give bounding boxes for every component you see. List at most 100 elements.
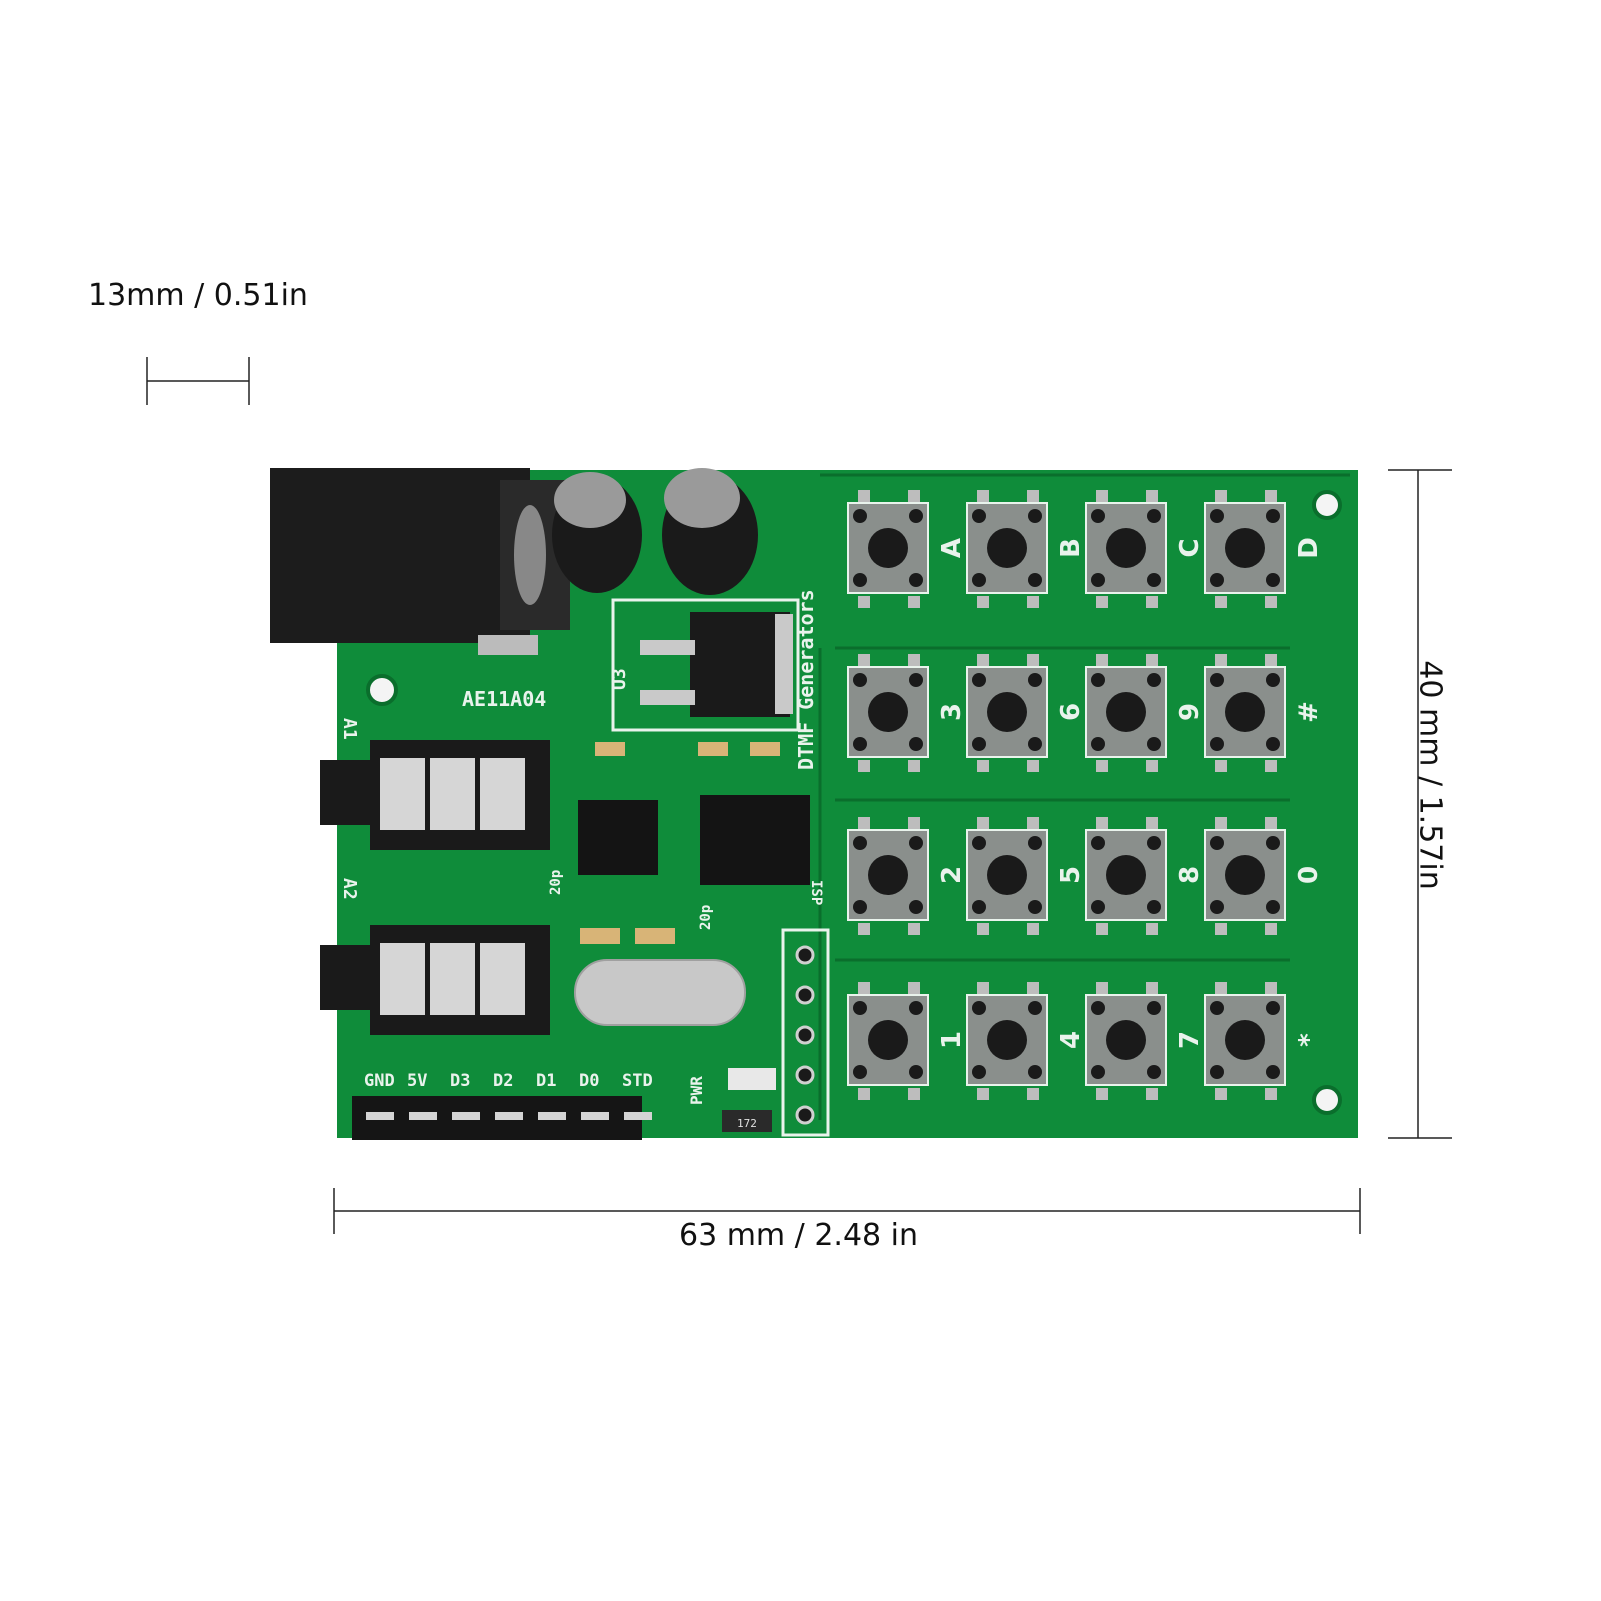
keypad-button-1-2[interactable]: 9 bbox=[1085, 654, 1205, 772]
keypad-button-0-0[interactable]: A bbox=[847, 490, 967, 608]
ic-ssop bbox=[700, 795, 810, 885]
button-cap[interactable] bbox=[1106, 855, 1146, 895]
header-pin-label: D1 bbox=[536, 1071, 556, 1091]
regulator-label: U3 bbox=[609, 668, 630, 690]
board-title-label: DTMF Generators bbox=[794, 589, 818, 770]
keypad-label: A bbox=[937, 538, 967, 558]
keypad-button-2-0[interactable]: 2 bbox=[847, 817, 967, 935]
keypad-button-2-2[interactable]: 8 bbox=[1085, 817, 1205, 935]
button-cap[interactable] bbox=[1225, 692, 1265, 732]
button-cap[interactable] bbox=[868, 528, 908, 568]
pin-header: GND 5V D3 D2 D1 D0 STD bbox=[352, 1071, 653, 1140]
width-dimension-text: 63 mm / 2.48 in bbox=[678, 1218, 919, 1253]
keypad-label: 8 bbox=[1175, 866, 1205, 884]
power-led bbox=[728, 1068, 776, 1090]
mounting-hole bbox=[1312, 1085, 1342, 1115]
width-dimension-label: 63 mm / 2.48 in bbox=[0, 1218, 1601, 1253]
button-cap[interactable] bbox=[987, 692, 1027, 732]
button-cap[interactable] bbox=[1106, 692, 1146, 732]
ic-soic8 bbox=[578, 800, 658, 875]
button-cap[interactable] bbox=[868, 1020, 908, 1060]
header-pin-label: D0 bbox=[579, 1071, 599, 1091]
keypad-button-0-3[interactable]: D bbox=[1204, 490, 1324, 608]
keypad-label: C bbox=[1175, 538, 1205, 557]
isp-label: ISP bbox=[808, 880, 824, 905]
keypad-button-2-3[interactable]: 0 bbox=[1204, 817, 1324, 935]
header-pin-label: D2 bbox=[493, 1071, 513, 1091]
audio-jack-a2 bbox=[320, 925, 550, 1035]
button-cap[interactable] bbox=[868, 855, 908, 895]
crystal-oscillator bbox=[574, 959, 746, 1026]
keypad-button-3-2[interactable]: 7 bbox=[1085, 982, 1205, 1100]
mounting-hole bbox=[1312, 490, 1342, 520]
header-pin-label: GND bbox=[364, 1071, 395, 1091]
keypad-label: 1 bbox=[937, 1031, 967, 1049]
keypad-label: 5 bbox=[1056, 866, 1086, 884]
header-pin bbox=[538, 1112, 566, 1120]
keypad-label: 7 bbox=[1175, 1031, 1205, 1049]
button-cap[interactable] bbox=[1225, 528, 1265, 568]
header-pin bbox=[409, 1112, 437, 1120]
keypad-label: 0 bbox=[1294, 866, 1324, 884]
button-cap[interactable] bbox=[987, 528, 1027, 568]
keypad-button-1-1[interactable]: 6 bbox=[966, 654, 1086, 772]
mounting-hole bbox=[366, 674, 398, 706]
header-pin-label: D3 bbox=[450, 1071, 470, 1091]
header-pin bbox=[366, 1112, 394, 1120]
button-cap[interactable] bbox=[1225, 1020, 1265, 1060]
keypad-label: 6 bbox=[1056, 703, 1086, 721]
capacitor-label: 20p bbox=[698, 905, 714, 930]
jack-label-a1: A1 bbox=[339, 718, 360, 740]
button-cap[interactable] bbox=[1106, 528, 1146, 568]
header-pin-label: STD bbox=[622, 1071, 653, 1091]
electrolytic-capacitor bbox=[552, 472, 642, 593]
smd-capacitor bbox=[698, 742, 728, 756]
keypad-label: D bbox=[1294, 537, 1324, 559]
smd-capacitor bbox=[635, 928, 675, 944]
resistor-code: 172 bbox=[737, 1117, 757, 1130]
header-pin bbox=[624, 1112, 652, 1120]
smd-capacitor bbox=[580, 928, 620, 944]
dc-barrel-jack bbox=[270, 468, 570, 655]
button-cap[interactable] bbox=[1225, 855, 1265, 895]
keypad-button-2-1[interactable]: 5 bbox=[966, 817, 1086, 935]
header-pin-label: 5V bbox=[407, 1071, 427, 1091]
keypad-label: # bbox=[1294, 701, 1324, 723]
voltage-regulator: U3 bbox=[609, 598, 800, 732]
smd-capacitor bbox=[595, 742, 625, 756]
button-cap[interactable] bbox=[987, 855, 1027, 895]
keypad-button-3-1[interactable]: 4 bbox=[966, 982, 1086, 1100]
isp-header bbox=[781, 928, 830, 1137]
smd-capacitor bbox=[750, 742, 780, 756]
keypad-button-3-3[interactable]: * bbox=[1204, 982, 1324, 1100]
keypad-button-0-1[interactable]: B bbox=[966, 490, 1086, 608]
scale-bar-label: 13mm / 0.51in bbox=[88, 278, 308, 313]
keypad-label: 9 bbox=[1175, 703, 1205, 721]
keypad-label: B bbox=[1056, 538, 1086, 558]
keypad-button-1-3[interactable]: # bbox=[1204, 654, 1324, 772]
jack-label-a2: A2 bbox=[339, 878, 360, 900]
power-led-label: PWR bbox=[687, 1076, 706, 1105]
audio-jack-a1 bbox=[320, 740, 550, 850]
button-cap[interactable] bbox=[1106, 1020, 1146, 1060]
keypad-label: 4 bbox=[1056, 1031, 1086, 1049]
keypad-label: 2 bbox=[937, 866, 967, 884]
board-model-label: AE11A04 bbox=[462, 687, 546, 711]
header-pin bbox=[581, 1112, 609, 1120]
keypad-button-1-0[interactable]: 3 bbox=[847, 654, 967, 772]
header-pin bbox=[452, 1112, 480, 1120]
smd-resistor bbox=[722, 1110, 772, 1132]
dimension-lines bbox=[146, 357, 1452, 1234]
pcb-traces bbox=[818, 473, 1350, 1120]
button-cap[interactable] bbox=[868, 692, 908, 732]
keypad-button-0-2[interactable]: C bbox=[1085, 490, 1205, 608]
button-cap[interactable] bbox=[987, 1020, 1027, 1060]
keypad-label: * bbox=[1294, 1033, 1324, 1047]
capacitor-label: 20p bbox=[548, 870, 564, 895]
keypad: A B C D 3 6 9 #2 5 8 0 1 4 7 * bbox=[847, 490, 1324, 1100]
electrolytic-capacitor bbox=[662, 468, 758, 595]
header-pin bbox=[495, 1112, 523, 1120]
keypad-label: 3 bbox=[937, 703, 967, 721]
keypad-button-3-0[interactable]: 1 bbox=[847, 982, 967, 1100]
